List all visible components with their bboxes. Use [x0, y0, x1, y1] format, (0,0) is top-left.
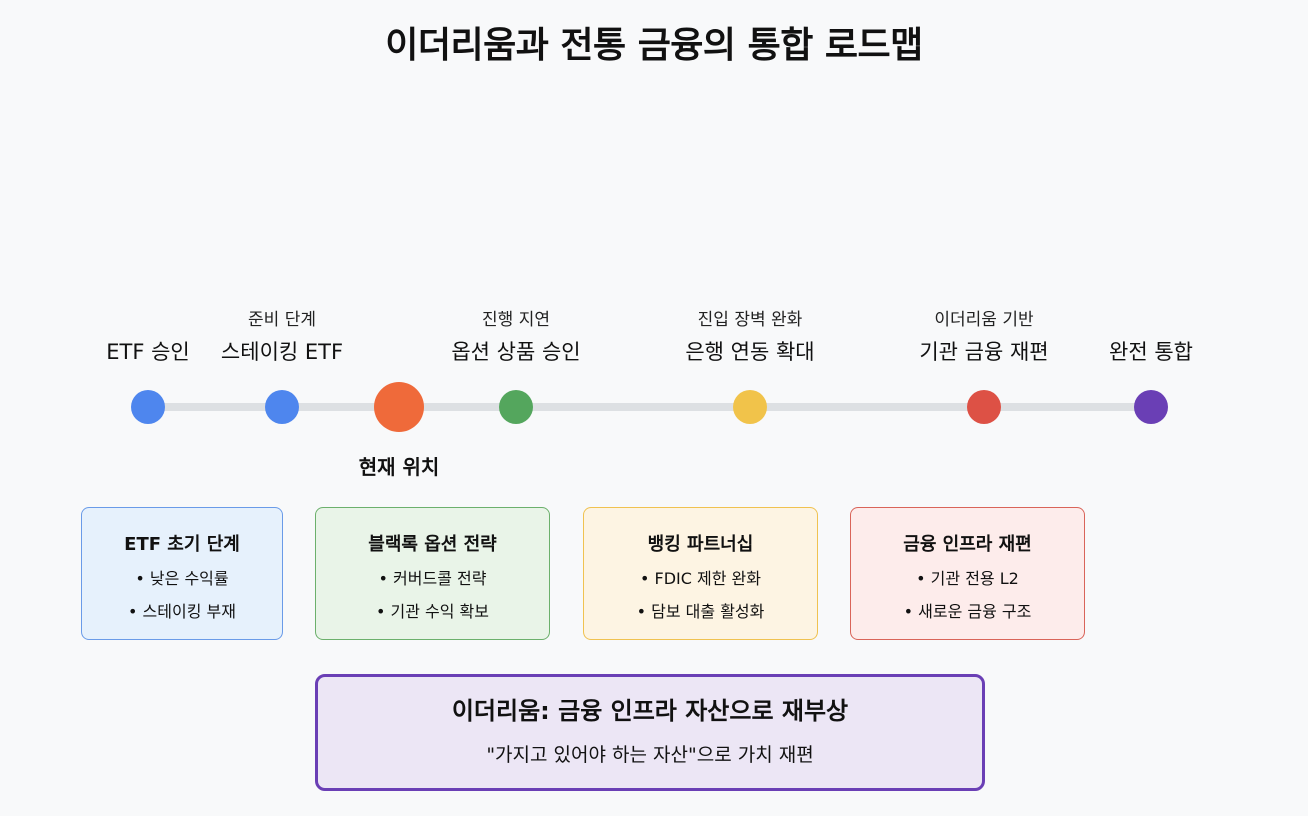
timeline-sublabel-institutional: 이더리움 기반: [934, 310, 1034, 330]
card-blackrock-options: 블랙록 옵션 전략 • 커버드콜 전략 • 기관 수익 확보: [315, 507, 550, 640]
card-item: • 새로운 금융 구조: [903, 602, 1032, 621]
timeline-sublabel-staking-etf: 준비 단계: [248, 310, 316, 330]
card-item: • 기관 전용 L2: [916, 569, 1019, 588]
timeline-label-full-integration: 완전 통합: [1109, 340, 1193, 364]
card-item: • 기관 수익 확보: [375, 602, 489, 621]
timeline-sublabel-banking: 진입 장벽 완화: [697, 310, 803, 330]
timeline-label-options: 옵션 상품 승인: [451, 340, 581, 364]
card-item: • 스테이킹 부재: [128, 602, 236, 621]
timeline-node-full-integration: [1134, 390, 1168, 424]
card-title: 블랙록 옵션 전략: [368, 534, 497, 555]
timeline-node-staking-etf: [265, 390, 299, 424]
card-item: • 낮은 수익률: [135, 569, 229, 588]
card-banking-partnership: 뱅킹 파트너십 • FDIC 제한 완화 • 담보 대출 활성화: [583, 507, 818, 640]
card-etf-initial: ETF 초기 단계 • 낮은 수익률 • 스테이킹 부재: [81, 507, 283, 640]
card-item: • FDIC 제한 완화: [640, 569, 761, 588]
timeline-label-banking: 은행 연동 확대: [685, 340, 815, 364]
timeline-label-institutional: 기관 금융 재편: [919, 340, 1049, 364]
card-title: 뱅킹 파트너십: [647, 534, 754, 555]
card-title: ETF 초기 단계: [124, 534, 240, 555]
timeline-node-current: [374, 382, 424, 432]
timeline-label-staking-etf: 스테이킹 ETF: [220, 340, 344, 364]
timeline-node-institutional: [967, 390, 1001, 424]
card-title: 금융 인프라 재편: [903, 534, 1032, 555]
card-financial-infra: 금융 인프라 재편 • 기관 전용 L2 • 새로운 금융 구조: [850, 507, 1085, 640]
summary-subtitle: "가지고 있어야 하는 자산"으로 가치 재편: [486, 744, 814, 766]
summary-title: 이더리움: 금융 인프라 자산으로 재부상: [451, 697, 849, 725]
current-position-label: 현재 위치: [358, 455, 440, 479]
timeline-node-etf-approval: [131, 390, 165, 424]
card-item: • 담보 대출 활성화: [636, 602, 765, 621]
timeline-node-banking: [733, 390, 767, 424]
timeline-label-etf-approval: ETF 승인: [106, 340, 190, 364]
page-title: 이더리움과 전통 금융의 통합 로드맵: [385, 25, 923, 66]
timeline-node-options: [499, 390, 533, 424]
card-item: • 커버드콜 전략: [378, 569, 487, 588]
summary-box: 이더리움: 금융 인프라 자산으로 재부상 "가지고 있어야 하는 자산"으로 …: [315, 674, 985, 791]
timeline-sublabel-options: 진행 지연: [482, 310, 550, 330]
timeline-track: [148, 403, 1151, 411]
